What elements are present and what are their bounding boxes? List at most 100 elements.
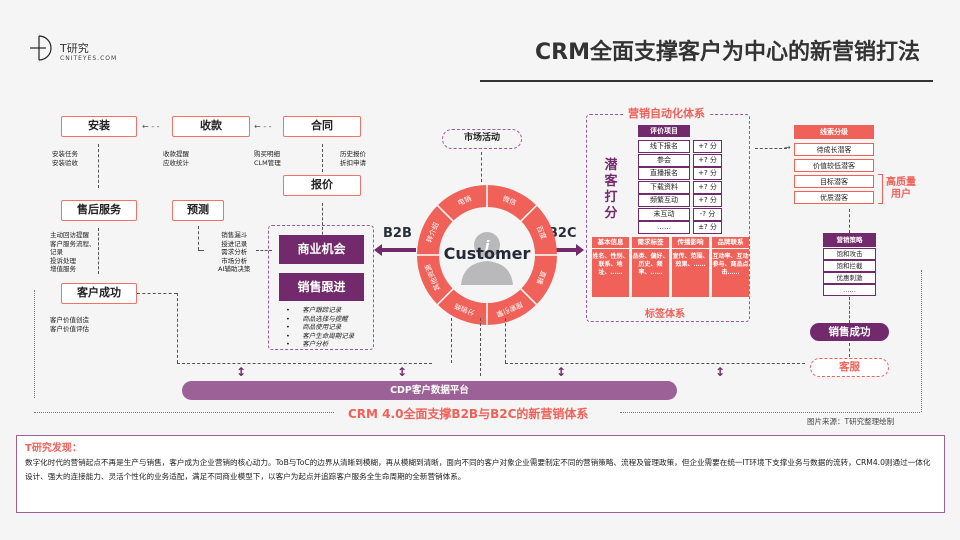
note-line: 客户价值创造 [50, 316, 89, 324]
eval-item: 参会 [638, 153, 690, 167]
b2b-label: B2B [383, 226, 412, 241]
opportunity-box[interactable]: 商业机会 [279, 235, 364, 264]
double-arrow-icon: ↕ [556, 365, 567, 379]
double-arrow-icon: ↕ [397, 365, 408, 379]
tag-system-label: 标签体系 [645, 309, 685, 320]
tag-columns: 基本信息姓名、性别、联系、地址、……需求标签品类、偏好、历史、频率、……传播影响… [592, 237, 749, 297]
ring-divider [436, 288, 454, 306]
eval-row: 频繁互动+? 分 [638, 194, 722, 207]
list-item: • 商品使用记录 [286, 323, 342, 331]
connector [849, 209, 850, 233]
forecast-box[interactable]: 预测 [172, 200, 224, 221]
arrow-left-icon [374, 244, 382, 256]
brand-name: T研究 [60, 42, 89, 55]
eval-table: 线下报名+? 分参会+? 分直播报名+? 分下载资料+? 分频繁互动+? 分未互… [638, 140, 722, 235]
connector [98, 144, 99, 188]
arrow-right-icon: → [784, 143, 791, 152]
eval-row: 下载资料+? 分 [638, 180, 722, 194]
ring-divider [520, 204, 538, 222]
tag-body: 品类、偏好、历史、频率、…… [632, 253, 669, 276]
note-line: 购买明细 [254, 150, 280, 158]
lead-grade-item: 目标潜客 [794, 175, 874, 188]
lead-grading-list: 待成长潜客价值较低潜客目标潜客优质潜客 [794, 143, 874, 207]
contract-box[interactable]: 合同 [283, 116, 361, 137]
cdp-platform-bar[interactable]: CDP客户数据平台 [182, 381, 677, 400]
quote-box[interactable]: 报价 [283, 175, 361, 196]
note-line: 授进记录 [221, 239, 248, 248]
connector [755, 148, 787, 149]
finding-panel: T研究发现： 数字化时代的营销起点不再是生产与销售，客户成为企业营销的核心动力。… [16, 435, 945, 513]
strategy-item: 饱和拦截 [823, 260, 876, 272]
lead-grade-item: 价值较低潜客 [794, 159, 874, 172]
followup-box[interactable]: 销售跟进 [279, 273, 364, 301]
sales-success-pill[interactable]: 销售成功 [810, 323, 889, 341]
customer-success-notes: 客户价值创造 客户价值评估 [50, 316, 89, 333]
market-activity-label: 市场活动 [463, 133, 500, 143]
note-line: 安装任务 [52, 150, 78, 158]
page-title: CRM全面支撑客户为中心的新营销打法 [535, 40, 920, 65]
eval-item: 下载资料 [638, 180, 690, 194]
list-item: • 客户跟踪记录 [286, 306, 342, 314]
note-line: 收款提醒 [163, 150, 189, 158]
list-item: • 客户分析 [286, 340, 329, 348]
connector [849, 343, 850, 357]
finding-body: 数字化时代的营销起点不再是生产与销售，客户成为企业营销的核心动力。ToB与ToC… [25, 458, 931, 481]
strategy-header: 营销策略 [823, 233, 876, 247]
image-source: 图片来源：T研究整理绘制 [807, 417, 895, 426]
arrow-left-icon: ← - - [254, 122, 272, 131]
after-sales-box[interactable]: 售后服务 [61, 200, 137, 221]
note-line: 需求分析 [221, 248, 248, 256]
note-line: 投诉处理 [50, 256, 76, 265]
note-line: 市场分析 [221, 256, 248, 265]
eval-row: ……±? 分 [638, 221, 722, 234]
b2c-label: B2C [548, 226, 577, 241]
finding-title: T研究发现： [25, 443, 82, 454]
lead-grading-header: 线索分级 [794, 125, 874, 139]
eval-score: +? 分 [693, 140, 722, 153]
lead-grade-item: 待成长潜客 [794, 143, 874, 156]
subtitle-line-right [620, 412, 920, 413]
ring-divider [520, 288, 538, 306]
payment-box[interactable]: 收款 [172, 116, 250, 137]
note-line: 主动回访提醒 [50, 231, 89, 239]
note-line: 安装验收 [52, 158, 78, 167]
high-quality-label: 高质量用户 [886, 177, 916, 200]
brand-site: CNITEYES.COM [60, 55, 118, 62]
connector [177, 363, 432, 364]
note-line: 折扣申请 [340, 158, 366, 167]
customer-service-pill[interactable]: 客服 [810, 358, 889, 377]
lead-scoring-label: 潜客打分 [604, 158, 618, 221]
left-frame-line [34, 290, 35, 398]
arrow-right-icon [576, 244, 584, 256]
tag-header: 品牌联系 [712, 237, 749, 249]
eval-item: …… [638, 221, 690, 234]
quote-notes: 历史报价 折扣申请 [340, 150, 366, 167]
b2b-arrow [380, 248, 416, 252]
eval-item: 线下报名 [638, 140, 690, 153]
followup-items: • 客户跟踪记录 • 商品选择与提醒 • 商品使用记录 • 客户生命周期记录 •… [286, 306, 354, 349]
note-line: 销售漏斗 [221, 231, 248, 239]
logo-icon [30, 35, 52, 61]
eval-item: 频繁互动 [638, 194, 690, 207]
arrow-left-icon: ← - - [142, 122, 160, 131]
note-line: AI辅助决策 [218, 265, 251, 273]
customer-success-box[interactable]: 客户成功 [61, 283, 137, 304]
connector [480, 318, 481, 376]
connector [177, 293, 178, 363]
after-sales-notes: 主动回访提醒 客户服务流程、 记录 投诉处理 增值服务 [50, 231, 96, 274]
customer-label: Customer [444, 244, 531, 263]
note-line: 增值服务 [50, 265, 76, 273]
market-activity-box[interactable]: 市场活动 [442, 129, 522, 149]
connector [505, 318, 506, 363]
note-line: 客户价值评估 [50, 324, 89, 333]
tag-body: 姓名、性别、联系、地址、…… [592, 253, 629, 276]
connector [505, 363, 805, 364]
list-item: • 客户生命周期记录 [286, 331, 355, 340]
tag-body: 互动率、互动参与、商品点击…… [712, 253, 749, 276]
install-box[interactable]: 安装 [61, 116, 137, 137]
eval-item: 未互动 [638, 207, 690, 221]
strategy-item: 优惠刺激 [823, 272, 876, 284]
connector [322, 203, 323, 249]
b2c-arrow [545, 248, 577, 252]
strategy-item: …… [823, 284, 876, 296]
